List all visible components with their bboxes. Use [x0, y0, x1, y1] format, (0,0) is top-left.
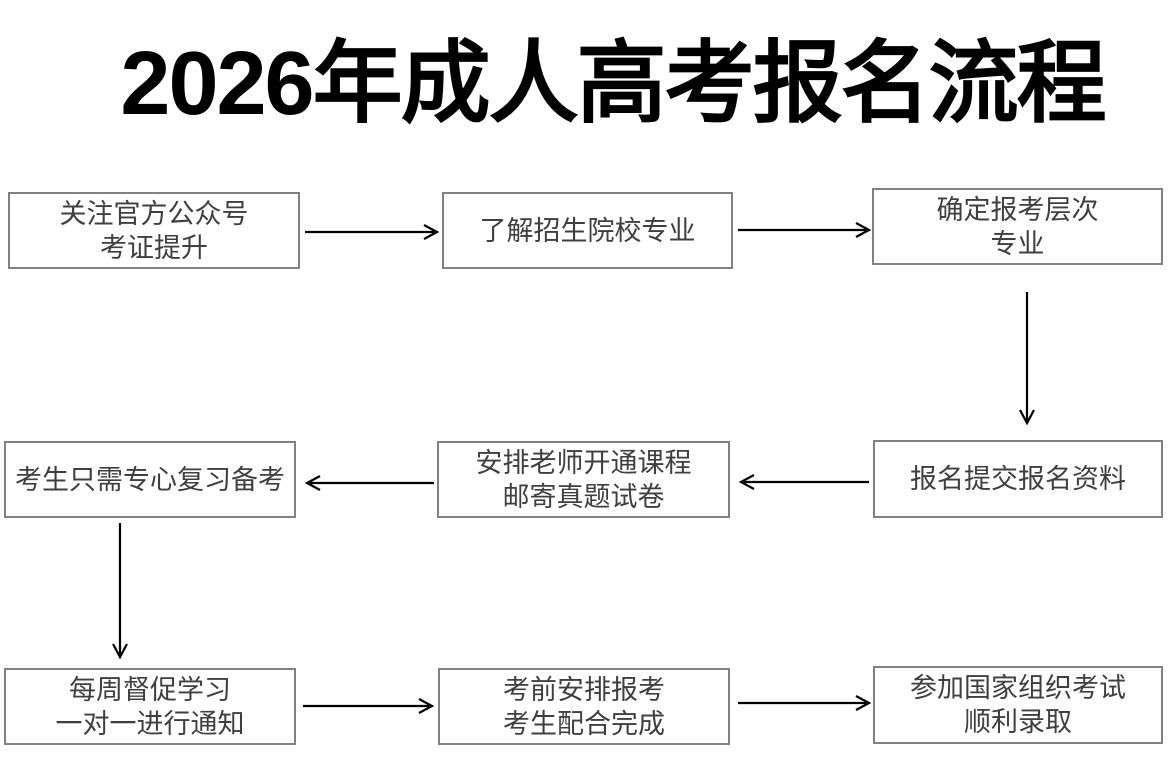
step-3-line-1: 确定报考层次	[936, 194, 1099, 225]
step-2-line-1: 了解招生院校专业	[479, 215, 696, 246]
arrow-step7-to-step8-icon	[303, 698, 435, 714]
step-5-line-2: 邮寄真题试卷	[502, 481, 665, 512]
step-3-line-2: 专业	[990, 228, 1045, 259]
step-box-2: 了解招生院校专业	[442, 192, 733, 269]
step-9-line-2: 顺利录取	[964, 707, 1072, 737]
step-8-line-2: 考生配合完成	[503, 708, 665, 739]
page-title: 2026年成人高考报名流程	[120, 34, 1106, 134]
arrow-step4-to-step5-icon	[738, 474, 869, 490]
arrow-step3-to-step4-icon	[1019, 292, 1035, 426]
step-1-line-2: 考证提升	[100, 232, 208, 263]
arrow-step5-to-step6-icon	[304, 475, 434, 491]
step-box-8: 考前安排报考 考生配合完成	[438, 668, 730, 745]
step-box-6: 考生只需专心复习备考	[4, 441, 296, 518]
arrow-step2-to-step3-icon	[738, 222, 872, 238]
step-6-line-1: 考生只需专心复习备考	[15, 464, 285, 495]
step-1-line-1: 关注官方公众号	[59, 198, 249, 229]
step-box-9: 参加国家组织考试 顺利录取	[873, 666, 1163, 744]
step-7-line-2: 一对一进行通知	[55, 708, 245, 739]
arrow-step8-to-step9-icon	[738, 695, 872, 711]
step-box-3: 确定报考层次 专业	[872, 188, 1163, 265]
step-box-4: 报名提交报名资料	[873, 440, 1163, 518]
step-box-1: 关注官方公众号 考证提升	[8, 192, 300, 269]
step-9-line-1: 参加国家组织考试	[910, 673, 1126, 703]
arrow-step6-to-step7-icon	[112, 523, 128, 660]
step-5-line-1: 安排老师开通课程	[475, 447, 692, 478]
arrow-step1-to-step2-icon	[305, 224, 440, 240]
step-box-5: 安排老师开通课程 邮寄真题试卷	[437, 441, 730, 518]
step-4-line-1: 报名提交报名资料	[910, 464, 1126, 494]
step-8-line-1: 考前安排报考	[503, 674, 665, 705]
step-box-7: 每周督促学习 一对一进行通知	[4, 668, 296, 745]
step-7-line-1: 每周督促学习	[69, 674, 231, 705]
